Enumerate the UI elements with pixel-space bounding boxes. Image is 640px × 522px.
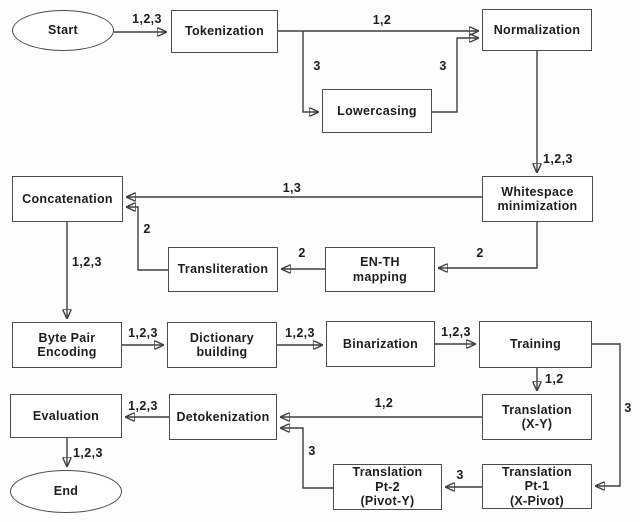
node-binarization: Binarization <box>326 321 435 367</box>
edge-translation-pt2-detokenization <box>281 428 333 489</box>
node-detokenization-label: Detokenization <box>176 409 270 424</box>
node-evaluation-label: Evaluation <box>32 408 100 423</box>
edge-label-translation-pt2-detokenization: 3 <box>308 444 316 458</box>
node-transliteration: Transliteration <box>168 247 278 292</box>
node-byte-pair-encoding-label: Byte Pair Encoding <box>37 330 97 359</box>
edge-label-translation-pt1-pt2: 3 <box>456 468 464 482</box>
edge-label-training-translation-xy: 1,2 <box>545 372 564 386</box>
node-start-label: Start <box>48 23 78 38</box>
node-translation-pt1-x-pivot: Translation Pt-1 (X-Pivot) <box>482 464 592 509</box>
node-translation-pt2-pivot-y-label: Translation Pt-2 (Pivot-Y) <box>352 465 423 509</box>
edge-label-transliteration-concatenation: 2 <box>143 222 151 236</box>
edge-label-translation-xy-detokenization: 1,2 <box>374 396 394 410</box>
node-en-th-mapping: EN-TH mapping <box>325 247 435 292</box>
node-whitespace-minimization-label: Whitespace minimization <box>497 184 578 213</box>
node-en-th-mapping-label: EN-TH mapping <box>352 255 408 284</box>
edge-label-tokenization-normalization: 1,2 <box>372 13 392 27</box>
node-dictionary-building: Dictionary building <box>167 322 277 368</box>
node-concatenation-label: Concatenation <box>22 191 113 206</box>
edge-label-normalization-whitespace: 1,2,3 <box>543 152 573 166</box>
node-lowercasing: Lowercasing <box>322 89 432 133</box>
edge-label-whitespace-enth: 2 <box>476 246 484 260</box>
node-training: Training <box>479 321 592 368</box>
edge-lowercasing-normalization <box>432 38 478 113</box>
edge-tokenization-lowercasing <box>302 31 318 112</box>
node-training-label: Training <box>509 337 561 352</box>
node-translation-pt2-pivot-y: Translation Pt-2 (Pivot-Y) <box>333 464 442 510</box>
node-translation-x-y-label: Translation (X-Y) <box>502 402 572 431</box>
node-transliteration-label: Transliteration <box>177 262 269 277</box>
node-translation-x-y: Translation (X-Y) <box>482 394 592 440</box>
node-whitespace-minimization: Whitespace minimization <box>482 176 593 222</box>
node-translation-pt1-x-pivot-label: Translation Pt-1 (X-Pivot) <box>502 464 572 508</box>
edge-label-binarization-training: 1,2,3 <box>441 325 471 339</box>
edge-label-bpe-dictionary: 1,2,3 <box>128 326 158 340</box>
node-dictionary-building-label: Dictionary building <box>189 330 255 359</box>
edge-label-whitespace-concatenation: 1,3 <box>282 181 302 195</box>
node-normalization-label: Normalization <box>493 22 581 37</box>
edge-label-tokenization-lowercasing: 3 <box>313 59 321 73</box>
edge-label-detokenization-evaluation: 1,2,3 <box>128 399 158 413</box>
node-concatenation: Concatenation <box>12 176 123 222</box>
edge-label-dictionary-binarization: 1,2,3 <box>285 326 315 340</box>
node-end: End <box>10 470 122 513</box>
edge-label-start-tokenization: 1,2,3 <box>132 12 162 26</box>
edge-label-evaluation-end: 1,2,3 <box>73 446 103 460</box>
node-normalization: Normalization <box>482 9 592 51</box>
edge-label-training-translation-pt1: 3 <box>624 401 632 415</box>
node-binarization-label: Binarization <box>342 336 419 351</box>
node-start: Start <box>12 10 114 51</box>
node-lowercasing-label: Lowercasing <box>337 103 417 118</box>
edge-whitespace-enth <box>439 222 538 268</box>
node-detokenization: Detokenization <box>169 394 277 440</box>
edge-label-concatenation-bpe: 1,2,3 <box>72 255 102 269</box>
node-end-label: End <box>53 484 79 499</box>
edge-training-translation-pt1 <box>592 343 621 486</box>
node-tokenization: Tokenization <box>171 10 278 53</box>
edge-label-enth-transliteration: 2 <box>298 246 306 260</box>
edge-transliteration-concatenation <box>127 207 168 271</box>
node-tokenization-label: Tokenization <box>184 24 265 39</box>
edge-label-lowercasing-normalization: 3 <box>439 59 447 73</box>
node-byte-pair-encoding: Byte Pair Encoding <box>12 322 122 368</box>
node-evaluation: Evaluation <box>10 394 122 438</box>
